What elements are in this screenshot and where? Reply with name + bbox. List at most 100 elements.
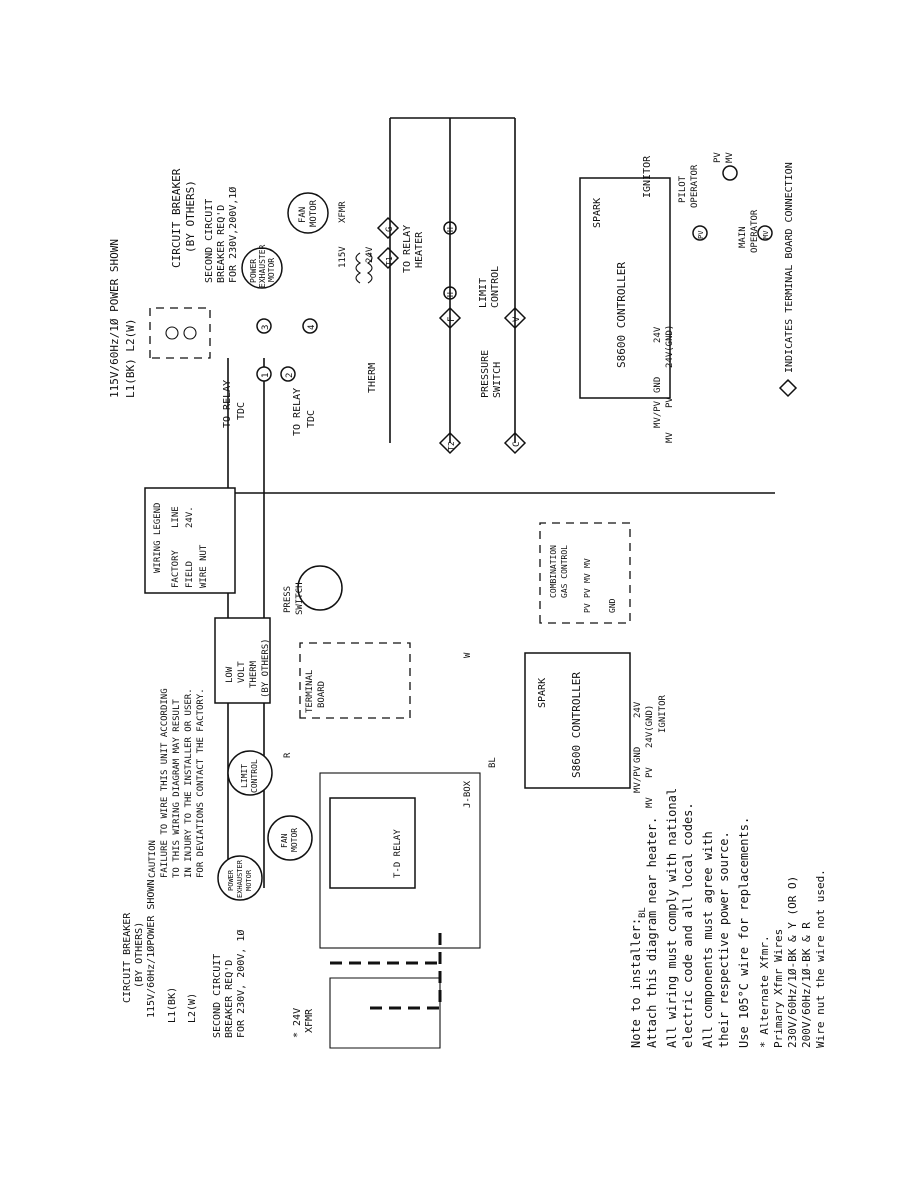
bottom-ctrl-mv: MV [645,797,655,808]
press-switch-1: PRESS [283,586,293,613]
bottom-l2: L2(W) [187,993,198,1023]
combination-gas-control [539,522,631,624]
bottom-second-3: FOR 230V, 200V, 1Ø [235,930,247,1038]
top-main-2: OPERATOR [750,209,760,253]
bottom-controller-label: S8600 CONTROLLER [570,672,583,778]
top-limit-1: LIMIT [478,278,489,308]
top-fan-motor [287,192,329,234]
top-ctrl-term-pv: PV [665,397,675,408]
svg-text:T2: T2 [447,441,456,451]
caution-3: TO THIS WIRING DIAGRAM MAY RESULT [172,699,182,878]
top-legend-note: INDICATES TERMINAL BOARD CONNECTION [784,162,795,373]
bottom-ignitor-label: IGNITOR [658,694,668,733]
top-pressure-1: PRESSURE [480,350,491,398]
bottom-second-2: BREAKER REQ'D [224,960,235,1038]
wire-label-w-1: W [463,652,473,658]
bottom-power-exhauster [217,855,263,901]
wire-label-bl-1: BL [488,757,498,768]
top-exhauster-2: EXHAUSTER [258,244,267,288]
top-relay-left-2: TDC [236,402,247,420]
j-box-label: J-BOX [463,780,473,808]
top-main-symbol: MV [762,230,770,239]
wire-label-r-1: R [283,752,293,758]
top-breaker-switch-1 [165,326,179,340]
top-terminal-3-num: 3 [261,325,271,330]
top-therm-label: THERM [367,363,378,393]
svg-text:C: C [512,442,522,447]
low-volt-1: LOW [225,666,235,683]
top-power-note: 115V/60Hz/1Ø POWER SHOWN [108,239,121,398]
terminal-board-1: TERMINAL [305,670,315,713]
top-mv-label: MV [725,152,735,163]
top-power-exhauster-motor [241,247,283,289]
note-6: their respective power source. [717,831,731,1048]
caution-5: FOR DEVIATIONS CONTACT THE FACTORY. [196,688,206,878]
top-breaker-label-1: CIRCUIT BREAKER [170,168,183,268]
bottom-limit-2: CONTROL [250,759,259,793]
top-limit-2: CONTROL [490,266,501,308]
legend-row-wirenut: WIRE NUT [199,544,209,588]
top-spark-label: SPARK [592,198,603,228]
top-xfmr-2: XFMR [338,201,348,223]
bottom-exhauster-3: MOTOR [245,869,253,891]
bottom-controller-box [524,652,631,789]
bottom-breaker-1: CIRCUIT BREAKER [122,912,133,1003]
press-switch-2: SWITCH [295,582,305,615]
top-diamond-g: G [376,216,400,240]
top-pilot-symbol: PV [697,230,705,239]
top-xfmr-secondary [366,252,373,284]
bottom-breaker-3: 115V/60Hz/1ØPOWER SHOWN [145,880,157,1018]
top-terminal-2 [280,366,296,382]
bottom-ctrl-gnd: GND [633,747,643,763]
wire-label-bl-2: BL [638,907,648,918]
top-controller-box [579,177,671,399]
note-5: All components must agree with [701,831,715,1048]
top-lines-label: L1(BK) L2(W) [124,319,137,398]
legend-row-field: FIELD [185,561,195,588]
bottom-diagram: WIRING LEGEND FACTORY FIELD WIRE NUT LIN… [122,487,668,1049]
top-terminal-1-num: 1 [261,373,271,378]
gas-term-pv2: PV [583,588,592,598]
note-3: All wiring must comply with national [665,788,679,1048]
top-breaker-label-2: (BY OTHERS) [184,180,197,253]
installer-notes: Note to installer: Attach this diagram n… [629,788,827,1048]
note-12: Wire nut the wire not used. [814,869,827,1048]
bottom-fan-1: FAN [280,833,289,848]
gas-term-pv1: PV [583,603,592,613]
top-ctrl-term-gnd: GND [653,377,663,393]
gas-term-gnd: GND [608,598,617,613]
caution-2: FAILURE TO WIRE THIS UNIT ACCORDING [160,688,170,878]
caution-1: CAUTION [148,840,158,878]
top-terminal-3 [256,318,272,334]
top-main-1: MAIN [738,226,748,248]
note-2: Attach this diagram near heater. [645,817,659,1048]
top-ctrl-term-24vgnd: 24V(GND) [665,325,675,368]
top-relay-heater-2: HEATER [414,231,425,268]
top-second-breaker-1: SECOND CIRCUIT [204,199,215,283]
gas-term-mv1: MV [583,573,592,583]
legend-title: WIRING LEGEND [153,503,163,573]
top-controller-label: S8600 CONTROLLER [615,262,628,368]
top-pilot-2: OPERATOR [690,164,700,208]
top-terminal-2-num: 2 [285,373,295,378]
bottom-limit-1: LIMIT [240,764,249,788]
top-ignitor-label: IGNITOR [642,155,653,198]
top-pv-label: PV [713,152,723,163]
low-volt-2: VOLT [237,661,247,683]
bottom-second-1: SECOND CIRCUIT [212,954,223,1038]
legend-head-24v: 24V. [185,506,195,528]
top-terminal-1 [256,366,272,382]
top-fan-2: MOTOR [309,199,319,227]
low-volt-4: (BY OTHERS) [261,638,271,698]
top-pilot-1: PILOT [678,175,688,203]
svg-text:F: F [447,317,457,322]
bottom-breaker-2: (BY OTHERS) [134,922,145,988]
top-terminal-4-num: 4 [307,325,317,330]
top-legend-diamond [778,378,798,398]
top-second-breaker-2: BREAKER REQ'D [216,205,227,283]
terminal-board-2: BOARD [317,681,327,708]
comb-gas-1: COMBINATION [549,545,558,598]
legend-box [144,487,236,594]
bottom-ctrl-24v: 24V [633,701,643,718]
